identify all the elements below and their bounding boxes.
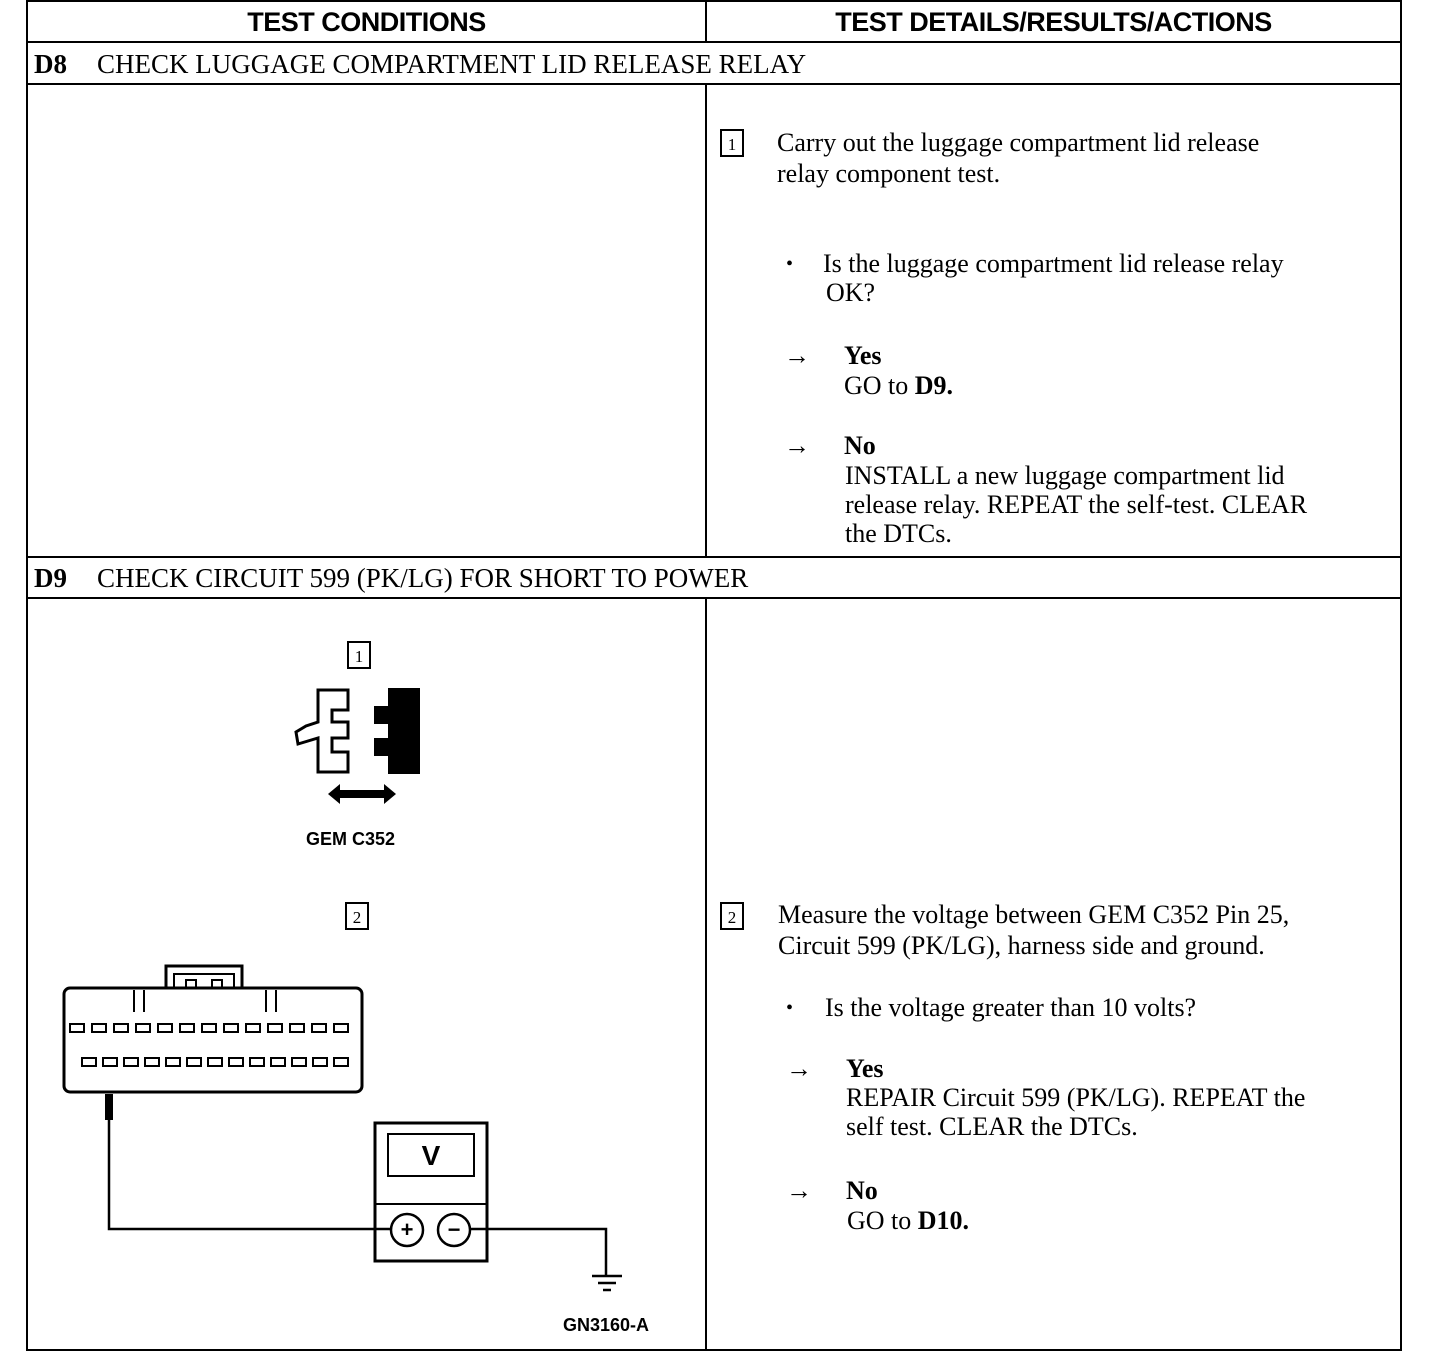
d9-question: Is the voltage greater than 10 volts? [825, 993, 1197, 1022]
connector-pin-cavity [312, 1057, 328, 1067]
connector-pin-cavity [245, 1023, 261, 1033]
connector-pin-cavity [333, 1023, 349, 1033]
d8-no-arrow: → [784, 431, 810, 460]
d8-yes-action: GO to D9. [844, 371, 953, 401]
d9-code: D9 [34, 563, 67, 593]
header-test-conditions: TEST CONDITIONS [247, 7, 486, 37]
d9-title-divider [26, 597, 1402, 599]
connector-pin-cavity [333, 1057, 349, 1067]
connector-pin-cavity [311, 1023, 327, 1033]
connector-pin-cavity [113, 1023, 129, 1033]
d8-step-number: 1 [720, 129, 744, 157]
column-divider-header [705, 0, 707, 43]
d9-figure-step2: 2 [345, 902, 369, 930]
connector-pin-cavity [201, 1023, 217, 1033]
connector-pin-cavity [249, 1057, 265, 1067]
connector-pin-cavity [186, 1057, 202, 1067]
d8-no-label: No [844, 431, 876, 460]
connector-disconnect-icon [294, 688, 420, 804]
voltmeter-plus-terminal: + [400, 1217, 414, 1242]
d8-yes-prefix: GO to [844, 371, 909, 400]
d9-no-arrow: → [786, 1176, 812, 1205]
d9-yes-arrow: → [786, 1054, 812, 1083]
d9-yes-line1: REPAIR Circuit 599 (PK/LG). REPEAT the [846, 1083, 1306, 1112]
voltmeter-minus-terminal: − [447, 1217, 461, 1242]
d9-no-target: D10. [917, 1206, 970, 1235]
d8-title: CHECK LUGGAGE COMPARTMENT LID RELEASE RE… [97, 49, 807, 79]
connector-pin-cavity [69, 1023, 85, 1033]
table-border-top [26, 0, 1402, 2]
d9-connector-label: GEM C352 [306, 829, 396, 849]
table-border-right [1400, 0, 1402, 1351]
connector-pin-cavity [157, 1023, 173, 1033]
connector-pin-cavity [291, 1057, 307, 1067]
table-border-bottom [26, 1349, 1402, 1351]
figure-reference: GN3160-A [563, 1315, 650, 1335]
d8-title-divider [26, 83, 1402, 85]
connector-pin-cavity [91, 1023, 107, 1033]
d8-no-line1: INSTALL a new luggage compartment lid [845, 461, 1285, 490]
header-test-details: TEST DETAILS/RESULTS/ACTIONS [835, 7, 1272, 37]
d9-section-title: D9 CHECK CIRCUIT 599 (PK/LG) FOR SHORT TO… [34, 560, 748, 596]
connector-pin-cavity [228, 1057, 244, 1067]
ground-icon [592, 1274, 622, 1292]
column-divider-d9 [705, 597, 707, 1351]
d9-yes-label: Yes [846, 1054, 884, 1083]
d9-instruction-line1: Measure the voltage between GEM C352 Pin… [778, 900, 1290, 929]
connector-pin-cavity [179, 1023, 195, 1033]
d8-instruction-line2: relay component test. [777, 159, 1001, 188]
d8-question-bullet: • [786, 253, 794, 275]
connector-pin-cavity [165, 1057, 181, 1067]
d8-instruction-line1: Carry out the luggage compartment lid re… [777, 128, 1260, 157]
d9-no-action: GO to D10. [847, 1206, 969, 1236]
d8-yes-arrow: → [784, 341, 810, 370]
d9-figure-step1: 1 [347, 641, 371, 669]
d8-yes-label: Yes [844, 341, 882, 370]
column-divider-d8 [705, 83, 707, 558]
d8-no-line2: release relay. REPEAT the self-test. CLE… [845, 490, 1308, 519]
d8-section-title: D8 CHECK LUGGAGE COMPARTMENT LID RELEASE … [34, 46, 806, 82]
voltmeter-icon [373, 1121, 489, 1263]
connector-pin-cavity [81, 1057, 97, 1067]
connector-pin-cavity [123, 1057, 139, 1067]
d8-question-line1: Is the luggage compartment lid release r… [823, 249, 1284, 278]
connector-pin-cavity [223, 1023, 239, 1033]
connector-pin-cavity [270, 1057, 286, 1067]
d9-no-prefix: GO to [847, 1206, 912, 1235]
connector-pin-cavity [102, 1057, 118, 1067]
d9-instruction-line2: Circuit 599 (PK/LG), harness side and gr… [778, 931, 1265, 960]
multi-pin-connector-icon [62, 964, 364, 1120]
header-divider [26, 41, 1402, 43]
connector-pin-cavity [144, 1057, 160, 1067]
connector-pin-cavity [289, 1023, 305, 1033]
d9-yes-line2: self test. CLEAR the DTCs. [846, 1112, 1138, 1141]
connector-pin-cavity [135, 1023, 151, 1033]
d8-code: D8 [34, 49, 67, 79]
table-border-left [26, 0, 28, 1351]
d8-question-line2: OK? [826, 278, 876, 307]
voltmeter-display-label: V [421, 1140, 441, 1171]
d9-top-divider [26, 556, 1402, 558]
connector-pin-cavity [267, 1023, 283, 1033]
d9-question-bullet: • [786, 997, 794, 1019]
connector-pin-cavity [207, 1057, 223, 1067]
d9-step-number: 2 [720, 902, 744, 930]
d9-no-label: No [846, 1176, 878, 1205]
d9-title: CHECK CIRCUIT 599 (PK/LG) FOR SHORT TO P… [97, 563, 749, 593]
d8-no-line3: the DTCs. [845, 519, 952, 548]
d8-yes-target: D9. [914, 371, 954, 400]
